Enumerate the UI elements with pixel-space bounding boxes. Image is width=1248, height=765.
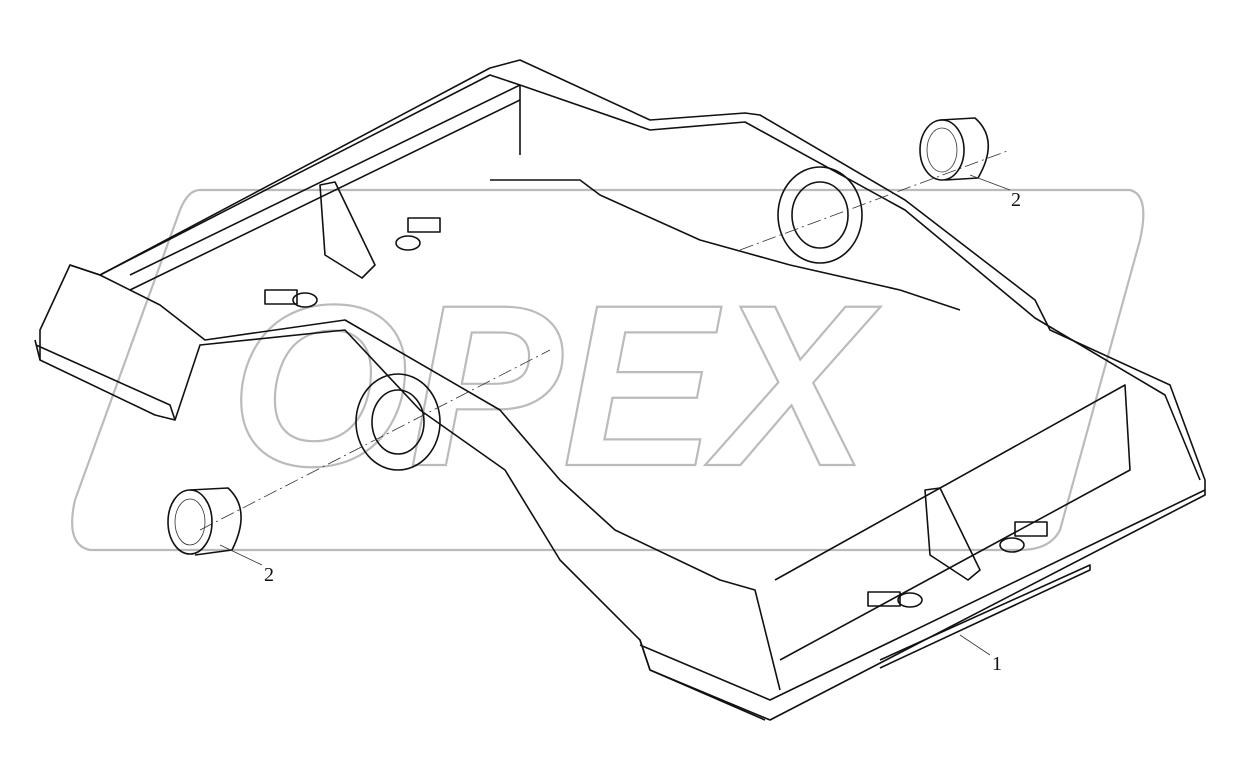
callout-2-lower: 2: [264, 564, 274, 586]
watermark-text: OPEX: [230, 257, 881, 514]
bushing-part-2-upper: [919, 117, 990, 181]
callout-2-upper: 2: [1011, 189, 1021, 211]
watermark: OPEX: [71, 188, 1145, 552]
frame-part-1: [34, 59, 1206, 721]
bushing-part-2-lower: [167, 487, 242, 556]
callout-1: 1: [992, 653, 1002, 675]
